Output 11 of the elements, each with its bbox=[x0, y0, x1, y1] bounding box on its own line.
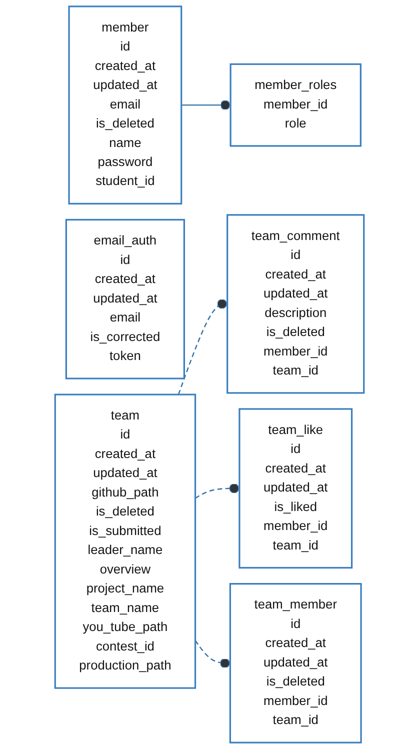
node-box: team_comment id created_at updated_at description is_deleted member_id team_id bbox=[226, 214, 365, 394]
node-box: member id created_at updated_at email is_deleted name password student_id bbox=[68, 6, 182, 204]
connector bbox=[194, 484, 240, 499]
connector bbox=[181, 100, 231, 110]
connector bbox=[178, 299, 228, 395]
node-box: member_roles member_id role bbox=[230, 63, 362, 147]
node-box: email_auth id created_at updated_at email is_corrected token bbox=[65, 218, 185, 380]
node-box: team_like id created_at updated_at is_liked member_id team_id bbox=[238, 408, 353, 569]
node-box: team id created_at updated_at github_path is_deleted is_submitted leader_name overview project_name team_name you_tube_path contest_id production_path bbox=[54, 394, 196, 689]
node-box: team_member id created_at updated_at is_deleted member_id team_id bbox=[229, 583, 362, 744]
connector bbox=[194, 640, 230, 668]
